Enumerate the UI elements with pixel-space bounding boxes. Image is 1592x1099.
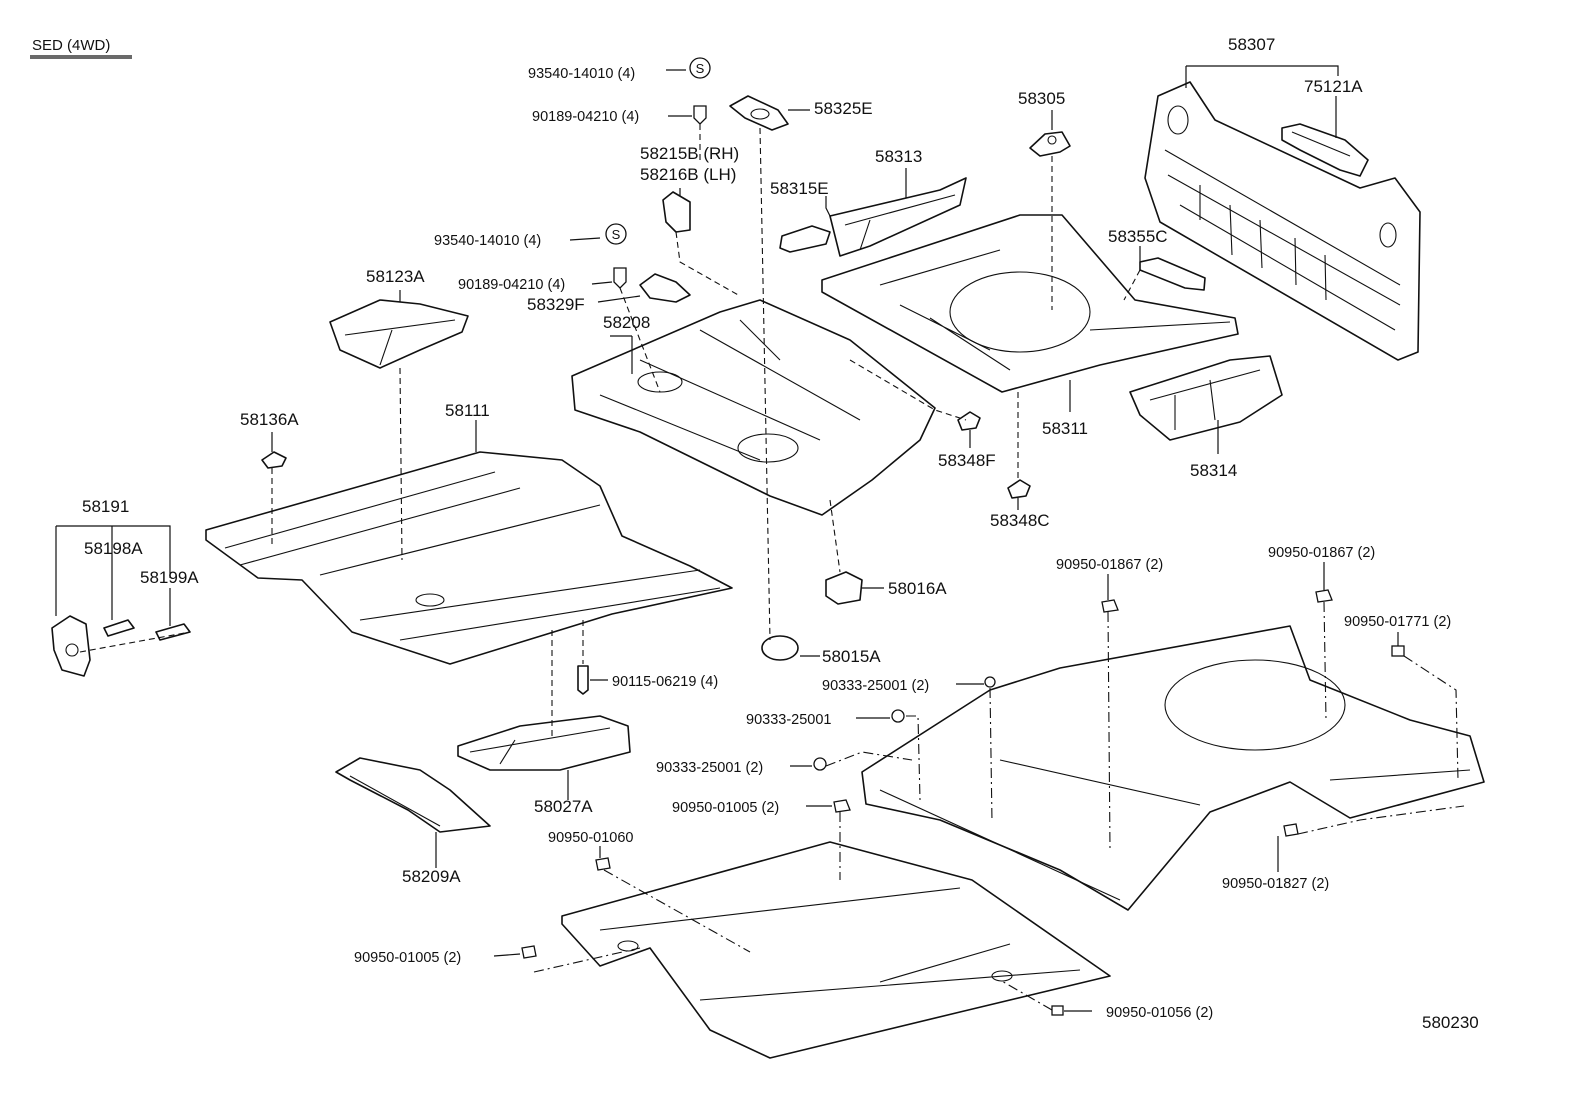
part-58215B-bracket — [662, 191, 691, 233]
part-58191-bracket — [51, 615, 91, 677]
label-90189-04210-a: 90189-04210 (4) — [532, 109, 639, 125]
part-58198A-bolt — [103, 619, 135, 637]
part-58348F — [957, 411, 981, 431]
label-58198A: 58198A — [84, 539, 143, 558]
part-90950-01867-clip-a — [1101, 599, 1119, 613]
part-93540-s-grommet-b — [605, 223, 627, 245]
part-90333-clip-b — [891, 709, 905, 723]
label-58313: 58313 — [875, 147, 922, 166]
part-58325E-plate — [729, 95, 789, 131]
label-58325E: 58325E — [814, 99, 873, 118]
part-58313-member — [829, 177, 967, 257]
part-58123A-member — [329, 299, 469, 369]
part-58305-bracket — [1029, 131, 1071, 157]
label-90950-01005-a: 90950-01005 (2) — [672, 800, 779, 816]
label-93540-14010-b: 93540-14010 (4) — [434, 233, 541, 249]
part-58355C-bracket — [1139, 257, 1206, 291]
figure-id: 580230 — [1422, 1013, 1479, 1032]
label-90950-01867-b: 90950-01867 (2) — [1268, 545, 1375, 561]
label-90950-01005-b: 90950-01005 (2) — [354, 950, 461, 966]
part-front-floor-carpet — [561, 841, 1111, 1059]
label-58215B: 58215B (RH) — [640, 144, 739, 163]
label-93540-14010-a: 93540-14010 (4) — [528, 66, 635, 82]
label-58307: 58307 — [1228, 35, 1275, 54]
model-label: SED (4WD) — [32, 37, 110, 54]
part-90950-01005-clip-b — [521, 945, 537, 959]
label-90950-01060: 90950-01060 — [548, 830, 633, 846]
label-90333-25001-a: 90333-25001 (2) — [822, 678, 929, 694]
part-90115-bolt — [577, 665, 589, 695]
part-58015A-plug — [761, 635, 799, 661]
label-58329F: 58329F — [527, 295, 585, 314]
part-58329F-plate — [639, 273, 691, 303]
part-58027A-member — [457, 715, 631, 771]
label-58111: 58111 — [445, 401, 490, 420]
part-58209A-member — [335, 757, 491, 833]
label-58123A: 58123A — [366, 267, 425, 286]
part-90950-01827-clip — [1283, 823, 1299, 837]
part-58314-member — [1129, 355, 1283, 441]
part-58348C — [1007, 479, 1031, 499]
label-90333-25001-b: 90333-25001 — [746, 712, 831, 728]
label-58314: 58314 — [1190, 461, 1237, 480]
part-90950-01060-clip — [595, 857, 611, 871]
part-58111-front-floor — [205, 451, 733, 665]
label-90115-06219: 90115-06219 (4) — [612, 674, 718, 690]
part-58307-rear-panel — [1144, 81, 1421, 361]
part-58016A-plug — [825, 571, 863, 605]
label-75121A: 75121A — [1304, 77, 1363, 96]
leader-lines — [55, 65, 1399, 1012]
label-90333-25001-c: 90333-25001 (2) — [656, 760, 763, 776]
label-58027A: 58027A — [534, 797, 593, 816]
label-90950-01771: 90950-01771 (2) — [1344, 614, 1451, 630]
part-58315E-plate — [779, 225, 831, 253]
part-93540-s-grommet-a — [689, 57, 711, 79]
label-58355C: 58355C — [1108, 227, 1168, 246]
label-90189-04210-b: 90189-04210 (4) — [458, 277, 565, 293]
label-90950-01056: 90950-01056 (2) — [1106, 1005, 1213, 1021]
label-58136A: 58136A — [240, 410, 299, 429]
carpet-dashdot-lines — [533, 601, 1465, 1011]
label-90950-01867-a: 90950-01867 (2) — [1056, 557, 1163, 573]
part-58311-rear-floor — [821, 214, 1239, 393]
part-90333-clip-a — [984, 676, 996, 688]
label-90950-01827: 90950-01827 (2) — [1222, 876, 1329, 892]
part-90950-01867-clip-b — [1315, 589, 1333, 603]
svg-text:S: S — [612, 227, 621, 242]
svg-text:S: S — [696, 61, 705, 76]
part-58136A-plate — [261, 451, 287, 469]
part-labels: 58307 75121A 58305 58313 58315E 58355C 5… — [82, 35, 1479, 1032]
part-90189-clip-b — [613, 267, 627, 289]
part-90950-01056-clip — [1051, 1005, 1064, 1016]
part-90950-01771-clip — [1391, 645, 1405, 657]
label-58016A: 58016A — [888, 579, 947, 598]
label-58348C: 58348C — [990, 511, 1050, 530]
part-58208-center-floor — [571, 299, 936, 516]
assembly-dashed-lines — [79, 124, 1141, 740]
label-58208: 58208 — [603, 313, 650, 332]
part-90189-clip-a — [693, 105, 707, 125]
label-58209A: 58209A — [402, 867, 461, 886]
label-58311: 58311 — [1042, 419, 1088, 438]
label-58199A: 58199A — [140, 568, 199, 587]
part-75121A-bracket — [1281, 123, 1369, 177]
label-58015A: 58015A — [822, 647, 881, 666]
label-58305: 58305 — [1018, 89, 1065, 108]
part-rear-floor-carpet — [861, 625, 1485, 911]
label-58348F: 58348F — [938, 451, 996, 470]
label-58191: 58191 — [82, 497, 129, 516]
part-90950-01005-clip-a — [833, 799, 851, 813]
part-90333-clip-c — [813, 757, 827, 771]
label-58315E: 58315E — [770, 179, 829, 198]
label-58216B: 58216B (LH) — [640, 165, 736, 184]
